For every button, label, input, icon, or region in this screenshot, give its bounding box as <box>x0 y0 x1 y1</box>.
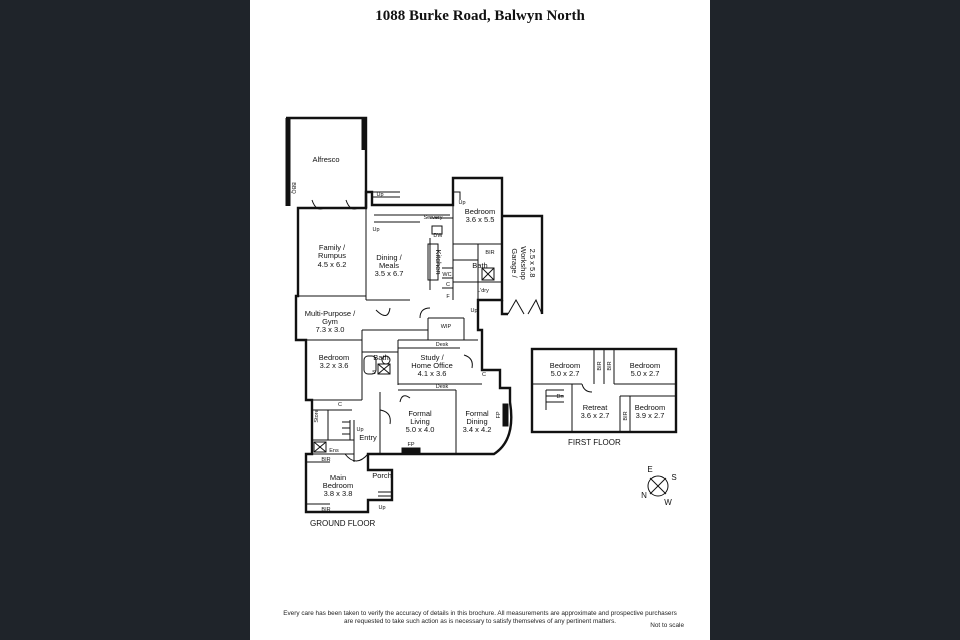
label-servery: Servery <box>424 215 443 221</box>
label-dw: DW <box>433 233 443 239</box>
label-multi-3: 7.3 x 3.0 <box>316 325 345 334</box>
label-up-4: Up <box>470 308 477 314</box>
label-c-1: C <box>446 282 450 288</box>
label-fp-dining: FP <box>496 411 502 418</box>
compass-s: S <box>671 473 676 482</box>
label-study-2: Home Office <box>411 361 453 370</box>
label-ff-retreat-2: 3.6 x 2.7 <box>581 411 610 420</box>
label-family-3: 4.5 x 6.2 <box>318 260 347 269</box>
compass-n: N <box>641 491 647 500</box>
compass-w: W <box>664 498 672 507</box>
disclaimer-line-1: Every care has been taken to verify the … <box>283 610 677 617</box>
label-ff-bedroom-2b: 5.0 x 2.7 <box>631 369 660 378</box>
floorplan-sheet: 1088 Burke Road, Balwyn North <box>250 0 710 640</box>
label-multi-1: Multi-Purpose / <box>305 309 356 318</box>
label-ff-retreat-1: Retreat <box>583 403 609 412</box>
label-study-3: 4.1 x 3.6 <box>418 369 447 378</box>
label-formal-living-2: Living <box>410 417 430 426</box>
label-family-1: Family / <box>319 243 346 252</box>
compass-e: E <box>647 465 652 474</box>
label-up-1: Up <box>376 192 383 198</box>
label-wc: WC <box>442 272 451 278</box>
label-bir-main-bottom: BIR <box>321 507 330 513</box>
label-ff-bedroom-2a: Bedroom <box>630 361 660 370</box>
label-bir-main-top: BIR <box>321 457 330 463</box>
label-ff-bedroom-3a: Bedroom <box>635 403 665 412</box>
compass-icon <box>647 475 669 497</box>
label-porch: Porch <box>372 471 392 480</box>
label-dining-1: Dining / <box>376 253 402 262</box>
label-bedroom-ne-2: 3.6 x 5.5 <box>466 215 495 224</box>
label-formal-dining-3: 3.4 x 4.2 <box>463 425 492 434</box>
page-title: 1088 Burke Road, Balwyn North <box>375 8 585 24</box>
label-main-bedroom-2: Bedroom <box>323 481 353 490</box>
label-s: S <box>372 370 376 376</box>
label-ens: Ens <box>329 448 339 454</box>
label-up-2: Up <box>458 200 465 206</box>
label-study-1: Study / <box>420 353 444 362</box>
label-bedroom-w-1: Bedroom <box>319 353 349 362</box>
label-desk-1: Desk <box>436 342 449 348</box>
label-entry: Entry <box>359 433 377 442</box>
label-main-bedroom-3: 3.8 x 3.8 <box>324 489 353 498</box>
label-desk-2: Desk <box>436 384 449 390</box>
label-bath-w: Bath <box>373 353 388 362</box>
label-dining-2: Meals <box>379 261 399 270</box>
label-formal-dining-2: Dining <box>466 417 487 426</box>
label-ff-bir-3: BIR <box>623 411 629 420</box>
label-main-bedroom-1: Main <box>330 473 346 482</box>
ground-floor-label: GROUND FLOOR <box>310 519 376 528</box>
label-f: F <box>446 294 450 300</box>
label-ff-bir-2: BIR <box>607 361 613 370</box>
label-formal-dining-1: Formal <box>465 409 489 418</box>
label-formal-living-3: 5.0 x 4.0 <box>406 425 435 434</box>
label-formal-living-1: Formal <box>408 409 432 418</box>
label-up-5: Up <box>356 427 363 433</box>
label-bath-ne: Bath <box>472 261 487 270</box>
label-c-2: C <box>338 402 342 408</box>
label-family-2: Rumpus <box>318 251 346 260</box>
garage-outline <box>500 214 544 316</box>
label-multi-2: Gym <box>322 317 338 326</box>
label-bir-ne: BIR <box>485 250 494 256</box>
not-to-scale-note: Not to scale <box>650 622 684 629</box>
label-up-6: Up <box>378 505 385 511</box>
label-c-3: C <box>482 372 486 378</box>
label-store: Store <box>314 409 320 422</box>
label-bedroom-ne-1: Bedroom <box>465 207 495 216</box>
label-dining-3: 3.5 x 6.7 <box>375 269 404 278</box>
label-ff-bedroom-1b: 5.0 x 2.7 <box>551 369 580 378</box>
label-ff-bedroom-1a: Bedroom <box>550 361 580 370</box>
label-garage-2: Workshop <box>519 246 528 280</box>
label-ff-bedroom-3b: 3.9 x 2.7 <box>636 411 665 420</box>
label-bedroom-w-2: 3.2 x 3.6 <box>320 361 349 370</box>
floor-plan-drawing: Alfresco BBQ Family / Rumpus 4.5 x 6.2 D… <box>285 116 678 528</box>
first-floor-label: FIRST FLOOR <box>568 438 621 447</box>
disclaimer: Every care has been taken to verify the … <box>250 610 710 625</box>
label-laundry: L'dry <box>477 288 489 294</box>
label-fp-living: FP <box>407 442 414 448</box>
label-ff-bir-1: BIR <box>597 361 603 370</box>
label-garage-3: 2.5 x 5.8 <box>528 249 537 278</box>
label-up-3: Up <box>372 227 379 233</box>
label-bbq: BBQ <box>290 182 296 194</box>
label-garage-1: Garage / <box>510 248 519 278</box>
disclaimer-line-2: are requested to take such action as is … <box>343 617 617 625</box>
label-alfresco: Alfresco <box>312 155 339 164</box>
label-ff-dn: Dn <box>556 394 563 400</box>
label-kitchen: Kitchen <box>434 249 443 274</box>
label-wip: WIP <box>441 324 452 330</box>
